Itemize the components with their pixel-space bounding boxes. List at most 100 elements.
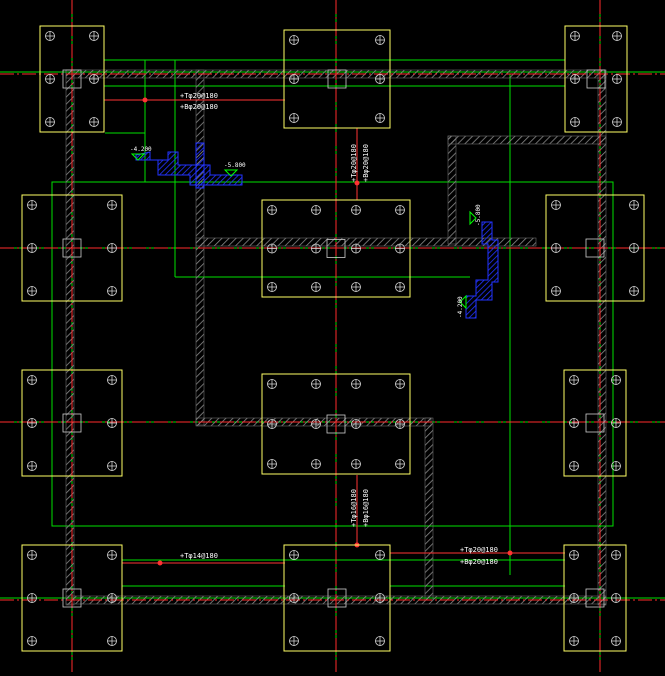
- beam-label-bottom-right-2: +Bφ20@180: [460, 558, 498, 566]
- pile-mark: [551, 286, 561, 296]
- pile-mark: [375, 74, 385, 84]
- pile-mark: [89, 74, 99, 84]
- pile-mark: [611, 593, 621, 603]
- pile-mark: [267, 243, 277, 254]
- pile-mark: [107, 593, 117, 603]
- label-leaders: [104, 97, 565, 566]
- pile-mark: [107, 550, 117, 560]
- pile-mark: [629, 286, 639, 296]
- pile-mark: [45, 74, 55, 84]
- pile-mark: [351, 243, 361, 254]
- pile-cap-top-left: [39, 25, 105, 133]
- pile-cap-mid-left: [21, 194, 123, 302]
- pile-mark: [289, 74, 299, 84]
- pile-mark: [27, 636, 37, 646]
- pile-cap-bottom-center: [283, 544, 391, 652]
- level-markers: [130, 153, 477, 310]
- pile-mark: [267, 419, 277, 429]
- pile-mark: [89, 31, 99, 41]
- beam-label-mid-vertical-1: +Tφ20@180: [350, 144, 358, 182]
- pile-cap-mid-right: [545, 194, 645, 302]
- level-step-left: [135, 142, 243, 189]
- pile-mark: [289, 593, 299, 603]
- pile-mark: [569, 418, 579, 428]
- pile-cap-center-lower: [261, 373, 411, 475]
- level-label-right-upper: -5.800: [475, 204, 482, 226]
- pile-mark: [27, 200, 37, 210]
- pile-cap-lower-right: [563, 369, 627, 477]
- pile-cap-bottom-left: [21, 544, 123, 652]
- pile-mark: [395, 459, 405, 469]
- pile-mark: [27, 550, 37, 560]
- pile-mark: [289, 636, 299, 646]
- column-outline: [585, 588, 605, 608]
- column-outline: [326, 239, 346, 258]
- pile-mark: [375, 35, 385, 45]
- pile-mark: [375, 636, 385, 646]
- pile-mark: [27, 375, 37, 385]
- pile-mark: [611, 418, 621, 428]
- pile-mark: [551, 243, 561, 253]
- pile-mark: [27, 243, 37, 253]
- pile-mark: [375, 113, 385, 123]
- pile-mark: [611, 461, 621, 471]
- pile-mark: [311, 205, 321, 215]
- beam-label-top-left-2: +Bφ20@180: [180, 103, 218, 111]
- column-outline: [586, 69, 606, 89]
- pile-mark: [27, 418, 37, 428]
- pile-mark: [351, 205, 361, 215]
- pile-mark: [45, 31, 55, 41]
- pile-mark: [311, 243, 321, 254]
- pile-mark: [570, 31, 580, 41]
- pile-mark: [569, 636, 579, 646]
- pile-mark: [289, 113, 299, 123]
- column-outline: [62, 413, 82, 433]
- pile-mark: [107, 243, 117, 253]
- pile-mark: [311, 459, 321, 469]
- pile-caps: [21, 25, 645, 652]
- pile-mark: [107, 375, 117, 385]
- pile-mark: [395, 243, 405, 254]
- pile-mark: [611, 550, 621, 560]
- pile-cap-center-upper: [261, 199, 411, 298]
- beam-label-top-left-1: +Tφ20@180: [180, 92, 218, 100]
- pile-mark: [569, 593, 579, 603]
- pile-mark: [395, 379, 405, 389]
- beam-label-lower-vertical-1: +Tφ16@180: [350, 489, 358, 527]
- pile-mark: [570, 117, 580, 127]
- pile-mark: [351, 459, 361, 469]
- pile-mark: [107, 200, 117, 210]
- pile-mark: [45, 117, 55, 127]
- pile-mark: [395, 419, 405, 429]
- column-outline: [327, 588, 347, 608]
- pile-mark: [27, 461, 37, 471]
- pile-mark: [107, 286, 117, 296]
- pile-mark: [629, 243, 639, 253]
- pile-cap-lower-left: [21, 369, 123, 477]
- level-label-right-lower: -4.200: [457, 296, 464, 318]
- pile-mark: [267, 379, 277, 389]
- column-outline: [327, 69, 347, 89]
- pile-mark: [267, 282, 277, 292]
- pile-cap-top-right: [564, 25, 628, 133]
- beam-label-bottom-right-1: +Tφ20@180: [460, 546, 498, 554]
- pile-mark: [107, 418, 117, 428]
- pile-mark: [27, 286, 37, 296]
- pile-mark: [311, 282, 321, 292]
- pile-mark: [375, 593, 385, 603]
- beam-label-bottom-left: +Tφ14@180: [180, 552, 218, 560]
- pile-cap-top-center: [283, 29, 391, 129]
- pile-mark: [570, 74, 580, 84]
- level-step-right: [465, 221, 499, 319]
- column-outline: [326, 414, 346, 434]
- pile-mark: [89, 117, 99, 127]
- labels: +Tφ20@180 +Bφ20@180 +Tφ14@180 +Tφ20@180 …: [130, 92, 498, 566]
- pile-mark: [569, 375, 579, 385]
- pile-mark: [612, 117, 622, 127]
- column-outline: [62, 238, 82, 258]
- beam-label-mid-vertical-2: +Bφ20@180: [362, 144, 370, 182]
- pile-mark: [395, 205, 405, 215]
- column-outline: [585, 413, 605, 433]
- level-label-left-upper: -4.200: [130, 146, 152, 153]
